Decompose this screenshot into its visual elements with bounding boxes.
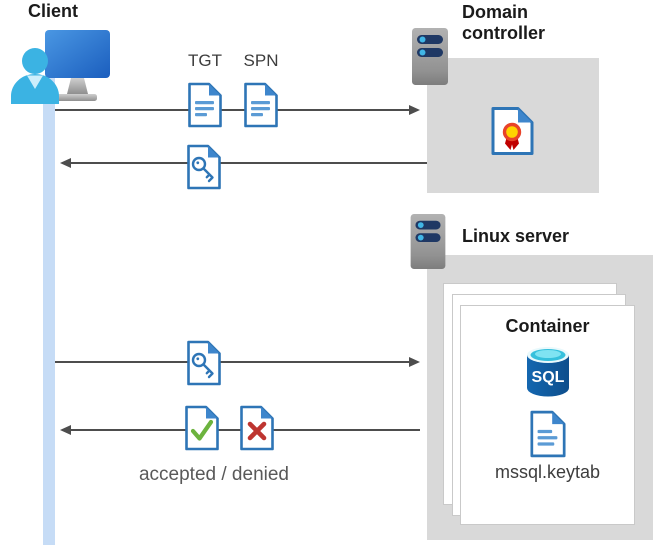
key-document-icon xyxy=(187,340,221,386)
container-paper-front: Container SQL mssql.keytab xyxy=(460,305,635,525)
sql-database-cylinder-icon: SQL xyxy=(526,347,569,397)
arrow-left-head-icon xyxy=(60,158,71,168)
linux-server-label: Linux server xyxy=(462,226,570,246)
key-document-icon xyxy=(187,144,221,190)
arrow-right-head-icon xyxy=(409,357,420,367)
certificate-document-icon xyxy=(491,107,534,155)
tgt-label: TGT xyxy=(188,51,222,70)
server-rack-icon xyxy=(410,214,446,269)
keytab-document-icon xyxy=(529,410,566,458)
arrow-tgt-spn-request-line xyxy=(55,109,410,111)
arrow-result-head-icon xyxy=(60,425,71,435)
client-label: Client xyxy=(28,1,79,21)
spn-document-icon xyxy=(244,82,278,128)
container-label: Container xyxy=(505,316,590,336)
check-document-icon xyxy=(185,405,219,451)
user-with-monitor-icon xyxy=(11,30,110,104)
accepted-denied-label: accepted / denied xyxy=(138,464,289,485)
arrow-ticket-response-line xyxy=(70,162,427,164)
sql-icon-label: SQL xyxy=(531,369,564,386)
domain-controller-label: Domain controller xyxy=(462,2,546,43)
client-lifeline xyxy=(43,76,55,545)
arrow-ticket-present-line xyxy=(55,361,410,363)
tgt-document-icon xyxy=(188,82,222,128)
cross-document-icon xyxy=(240,405,274,451)
server-rack-icon xyxy=(412,28,448,85)
spn-label: SPN xyxy=(243,51,279,70)
arrow-right-head-icon xyxy=(409,105,420,115)
keytab-filename-label: mssql.keytab xyxy=(494,462,601,482)
